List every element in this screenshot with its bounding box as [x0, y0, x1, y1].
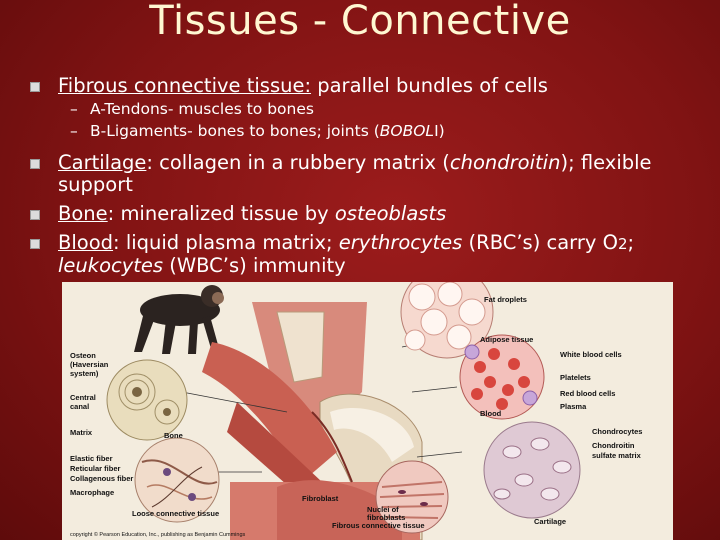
label-blood: Blood	[480, 409, 502, 418]
loose-connective-tissue-illustration	[134, 437, 220, 523]
label-reticular-fiber: Reticular fiber	[70, 464, 121, 473]
figure-copyright: copyright © Pearson Education, Inc., pub…	[70, 531, 246, 538]
cartilage-illustration	[483, 421, 581, 519]
bullet-blood: Blood: liquid plasma matrix; erythrocyte…	[30, 232, 706, 277]
label-bone: Bone	[164, 431, 183, 440]
label-chondroitin: Chondroitin	[592, 441, 635, 450]
sub-bullet-ligaments: –B-Ligaments- bones to bones; joints (BO…	[70, 122, 445, 140]
sub-bullet-tendons: –A-Tendons- muscles to bones	[70, 100, 314, 118]
adipose-tissue-illustration	[400, 265, 494, 359]
label-chondrocytes: Chondrocytes	[592, 427, 642, 436]
fibrous-connective-tissue-illustration	[375, 460, 449, 534]
label-elastic-fiber: Elastic fiber	[70, 454, 113, 463]
label-matrix: Matrix	[70, 428, 93, 437]
label-cartilage: Cartilage	[534, 517, 566, 526]
label-collagenous-fiber: Collagenous fiber	[70, 474, 133, 483]
slide-title: Tissues - Connective	[149, 0, 571, 44]
label-system: system)	[70, 369, 99, 378]
label-central: Central	[70, 393, 96, 402]
label-nuclei-of: Nuclei of	[367, 505, 399, 514]
bullet-marker	[30, 210, 40, 220]
bullet-cartilage: Cartilage: collagen in a rubbery matrix …	[30, 152, 706, 196]
bullet-bone: Bone: mineralized tissue by osteoblasts	[30, 203, 706, 225]
label-fat-droplets: Fat droplets	[484, 295, 527, 304]
bullet-label: Fibrous connective tissue:	[58, 74, 312, 97]
label-fibroblast: Fibroblast	[302, 494, 339, 503]
label-loose-connective-tissue: Loose connective tissue	[132, 509, 219, 518]
chimpanzee-illustration	[134, 285, 224, 354]
label-canal: canal	[70, 402, 89, 411]
label-macrophage: Macrophage	[70, 488, 114, 497]
connective-tissue-figure: Fat droplets Adipose tissue White blood …	[62, 265, 673, 540]
figure-illustration: Fat droplets Adipose tissue White blood …	[70, 265, 642, 540]
joint-illustration	[202, 302, 423, 540]
blood-illustration	[459, 334, 545, 420]
label-fibroblasts: fibroblasts	[367, 513, 405, 522]
label-adipose-tissue: Adipose tissue	[480, 335, 533, 344]
label-plasma: Plasma	[560, 402, 587, 411]
label-white-blood-cells: White blood cells	[560, 350, 622, 359]
bullet-marker	[30, 82, 40, 92]
label-haversian: (Haversian	[70, 360, 109, 369]
bullet-marker	[30, 239, 40, 249]
label-sulfate-matrix: sulfate matrix	[592, 451, 642, 460]
bullet-fibrous: Fibrous connective tissue: parallel bund…	[30, 75, 706, 97]
label-osteon: Osteon	[70, 351, 96, 360]
bone-illustration	[106, 359, 188, 441]
label-fibrous-connective-tissue: Fibrous connective tissue	[332, 521, 425, 530]
bullet-marker	[30, 159, 40, 169]
label-red-blood-cells: Red blood cells	[560, 389, 615, 398]
label-platelets: Platelets	[560, 373, 591, 382]
